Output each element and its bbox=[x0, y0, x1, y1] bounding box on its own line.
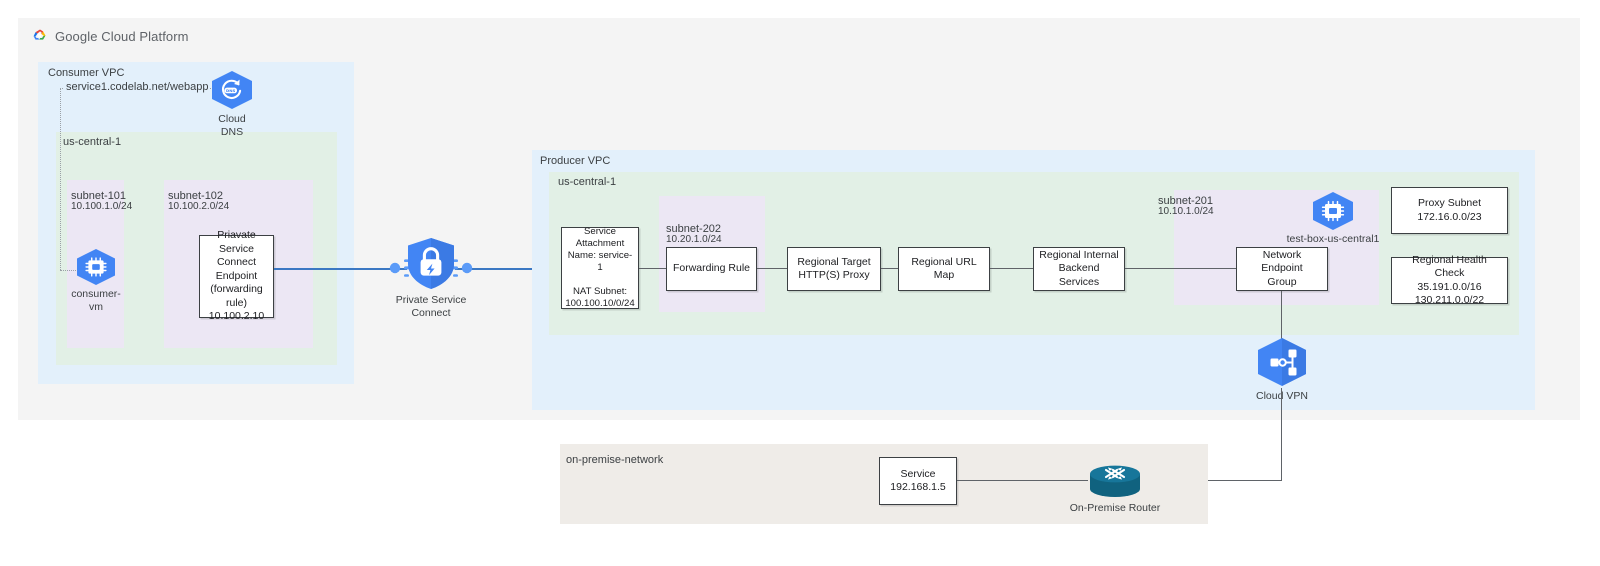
on-premise-service-box[interactable]: Service 192.168.1.5 bbox=[879, 457, 957, 505]
proxy-subnet-text: Proxy Subnet 172.16.0.0/23 bbox=[1417, 197, 1482, 223]
compute-engine-vm-icon bbox=[75, 248, 117, 286]
test-box-node[interactable]: test-box-us-central1 bbox=[1283, 191, 1383, 246]
service-attachment-text: Service Attachment Name: service-1 NAT S… bbox=[565, 226, 635, 309]
consumer-vm-label: consumer-vm bbox=[71, 288, 121, 313]
forwarding-rule-box[interactable]: Forwarding Rule bbox=[666, 247, 757, 291]
on-premise-router-icon bbox=[1086, 461, 1144, 499]
dns-path-to-vm bbox=[60, 270, 82, 271]
subnet-101-name: subnet-101 bbox=[71, 190, 127, 202]
on-premise-router-label: On-Premise Router bbox=[1069, 502, 1161, 514]
subnet-102-cidr: 10.100.2.0/24 bbox=[168, 201, 230, 212]
google-cloud-logo-icon bbox=[32, 28, 48, 44]
test-box-label: test-box-us-central1 bbox=[1286, 233, 1380, 245]
on-premise-network-title: on-premise-network bbox=[566, 454, 664, 466]
cloud-vpn-label: Cloud VPN bbox=[1256, 390, 1308, 402]
health-check-text: Regional Health Check 35.191.0.0/16 130.… bbox=[1412, 253, 1487, 307]
subnet-202-cidr: 10.20.1.0/24 bbox=[666, 234, 722, 245]
backend-services-box[interactable]: Regional Internal Backend Services bbox=[1033, 247, 1125, 291]
url-map-text: Regional URL Map bbox=[911, 255, 977, 282]
subnet-201-name: subnet-201 bbox=[1158, 195, 1214, 207]
link-proxy-to-urlmap bbox=[881, 268, 898, 270]
svg-text:DNS: DNS bbox=[226, 88, 235, 93]
subnet-202-name: subnet-202 bbox=[666, 223, 722, 235]
target-proxy-box[interactable]: Regional Target HTTP(S) Proxy bbox=[787, 247, 881, 291]
on-premise-service-text: Service 192.168.1.5 bbox=[890, 467, 946, 494]
on-premise-router-node[interactable]: On-Premise Router bbox=[1060, 461, 1170, 515]
psc-link-left bbox=[274, 268, 407, 270]
link-forwarding-to-proxy bbox=[757, 268, 787, 270]
proxy-subnet-box[interactable]: Proxy Subnet 172.16.0.0/23 bbox=[1391, 187, 1508, 234]
consumer-region-label: us-central-1 bbox=[63, 136, 122, 148]
private-service-connect-label: Private Service Connect bbox=[395, 294, 467, 319]
producer-vpc-title: Producer VPC bbox=[540, 155, 611, 167]
url-map-box[interactable]: Regional URL Map bbox=[898, 247, 990, 291]
psc-link-right bbox=[455, 268, 571, 270]
gcp-brand: Google Cloud Platform bbox=[32, 28, 189, 44]
cloud-dns-icon: DNS bbox=[210, 70, 254, 110]
link-service-to-router bbox=[957, 480, 1088, 482]
network-endpoint-group-box[interactable]: Network Endpoint Group bbox=[1236, 247, 1328, 291]
psc-endpoint-box[interactable]: Priavate Service Connect Endpoint (forwa… bbox=[199, 229, 274, 322]
backend-services-text: Regional Internal Backend Services bbox=[1039, 248, 1119, 288]
link-attachment-to-forwarding bbox=[639, 268, 666, 270]
forwarding-rule-text: Forwarding Rule bbox=[672, 262, 751, 275]
consumer-vpc-title: Consumer VPC bbox=[48, 67, 125, 79]
service-attachment-box[interactable]: Service Attachment Name: service-1 NAT S… bbox=[561, 226, 639, 309]
cloud-vpn-icon bbox=[1252, 336, 1312, 388]
subnet-102-name: subnet-102 bbox=[168, 190, 224, 202]
compute-engine-vm-icon bbox=[1311, 191, 1355, 231]
dns-path-vertical bbox=[60, 88, 61, 270]
dns-record-label: service1.codelab.net/webapp bbox=[64, 81, 211, 94]
cloud-dns-label: Cloud DNS bbox=[218, 113, 246, 138]
cloud-dns-node[interactable]: DNS Cloud DNS bbox=[208, 70, 256, 139]
health-check-box[interactable]: Regional Health Check 35.191.0.0/16 130.… bbox=[1391, 254, 1508, 306]
link-backend-to-neg bbox=[1125, 268, 1236, 270]
producer-region-label: us-central-1 bbox=[558, 176, 617, 188]
psc-endpoint-text: Priavate Service Connect Endpoint (forwa… bbox=[208, 229, 265, 323]
network-endpoint-group-text: Network Endpoint Group bbox=[1261, 248, 1303, 288]
target-proxy-text: Regional Target HTTP(S) Proxy bbox=[797, 255, 871, 282]
cloud-vpn-node[interactable]: Cloud VPN bbox=[1252, 336, 1312, 403]
brand-name: Google Cloud Platform bbox=[55, 28, 189, 44]
private-service-connect-node[interactable]: Private Service Connect bbox=[384, 236, 478, 320]
link-neg-to-vpn bbox=[1281, 291, 1283, 340]
link-vpn-to-onprem-vertical bbox=[1281, 388, 1283, 481]
subnet-101-cidr: 10.100.1.0/24 bbox=[71, 201, 133, 212]
private-service-connect-shield-icon bbox=[384, 236, 478, 292]
link-urlmap-to-backend bbox=[990, 268, 1033, 270]
subnet-201-cidr: 10.10.1.0/24 bbox=[1158, 206, 1214, 217]
link-vpn-to-onprem-horizontal bbox=[1140, 480, 1282, 482]
consumer-vm-node[interactable]: consumer-vm bbox=[71, 248, 121, 314]
